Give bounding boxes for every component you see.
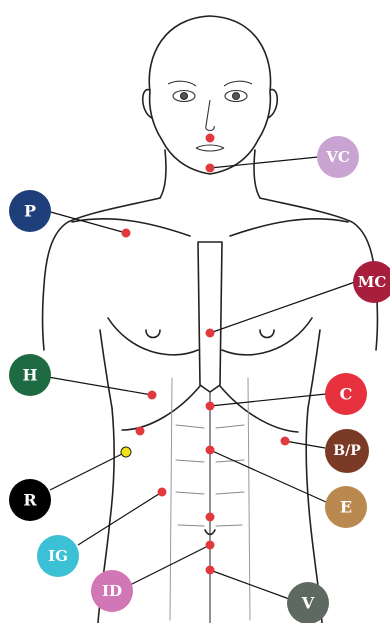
leader-bp xyxy=(285,441,325,448)
badge-mc: MC xyxy=(353,261,390,303)
collarbone xyxy=(72,219,348,236)
badge-mc-label: MC xyxy=(358,273,387,291)
badge-v: V xyxy=(287,582,329,623)
badge-e: E xyxy=(325,486,367,528)
leader-ig xyxy=(78,492,162,545)
badge-p: P xyxy=(9,190,51,232)
badge-bp: B/P xyxy=(325,429,369,473)
right-nipple xyxy=(260,330,274,338)
badge-e-label: E xyxy=(340,498,352,517)
leader-v xyxy=(210,570,292,600)
point-id xyxy=(206,541,215,550)
badge-ig: IG xyxy=(37,535,79,577)
left-nipple xyxy=(146,330,160,338)
left-iris xyxy=(181,93,188,100)
point-chest xyxy=(206,329,215,338)
head-outline xyxy=(149,16,270,174)
point-ig xyxy=(158,488,167,497)
badge-h-label: H xyxy=(22,366,37,385)
neck-right xyxy=(254,150,260,198)
point-navel-upper xyxy=(206,513,215,522)
badge-r: R xyxy=(9,479,51,521)
point-h xyxy=(148,391,157,400)
right-brow xyxy=(224,81,252,86)
point-c xyxy=(206,402,215,411)
right-iris xyxy=(233,93,240,100)
badge-id-label: ID xyxy=(102,582,122,600)
badge-p-label: P xyxy=(24,202,36,221)
badge-ig-label: IG xyxy=(48,547,68,565)
abs-left xyxy=(170,378,172,620)
point-shoulder xyxy=(122,229,131,238)
point-v xyxy=(206,566,215,575)
leader-lines xyxy=(47,157,355,600)
badge-v-label: V xyxy=(301,594,315,613)
left-inner-arm xyxy=(100,330,112,408)
sternum xyxy=(198,242,222,392)
badge-c-label: C xyxy=(340,385,353,404)
point-r-highlight xyxy=(121,447,131,457)
point-nose xyxy=(206,134,215,143)
left-pec xyxy=(108,318,198,355)
point-bp xyxy=(281,437,290,446)
badge-vc: VC xyxy=(317,136,359,178)
nose xyxy=(206,100,214,131)
badge-bp-label: B/P xyxy=(333,443,361,459)
point-e xyxy=(206,446,215,455)
badge-vc-label: VC xyxy=(325,148,350,166)
leader-h xyxy=(48,377,152,395)
badge-h: H xyxy=(9,354,51,396)
point-chin xyxy=(206,164,215,173)
left-shoulder xyxy=(43,198,161,350)
neck-left xyxy=(160,150,166,198)
badge-c: C xyxy=(325,373,367,415)
right-inner-arm xyxy=(308,330,320,408)
badge-id: ID xyxy=(91,570,133,612)
leader-vc xyxy=(210,157,318,168)
badge-r-label: R xyxy=(23,491,37,510)
body-outline xyxy=(43,16,378,623)
left-brow xyxy=(168,81,196,86)
leader-mc xyxy=(210,282,355,333)
point-left-rib xyxy=(136,427,145,436)
mouth xyxy=(196,145,224,151)
leader-e xyxy=(210,450,326,502)
